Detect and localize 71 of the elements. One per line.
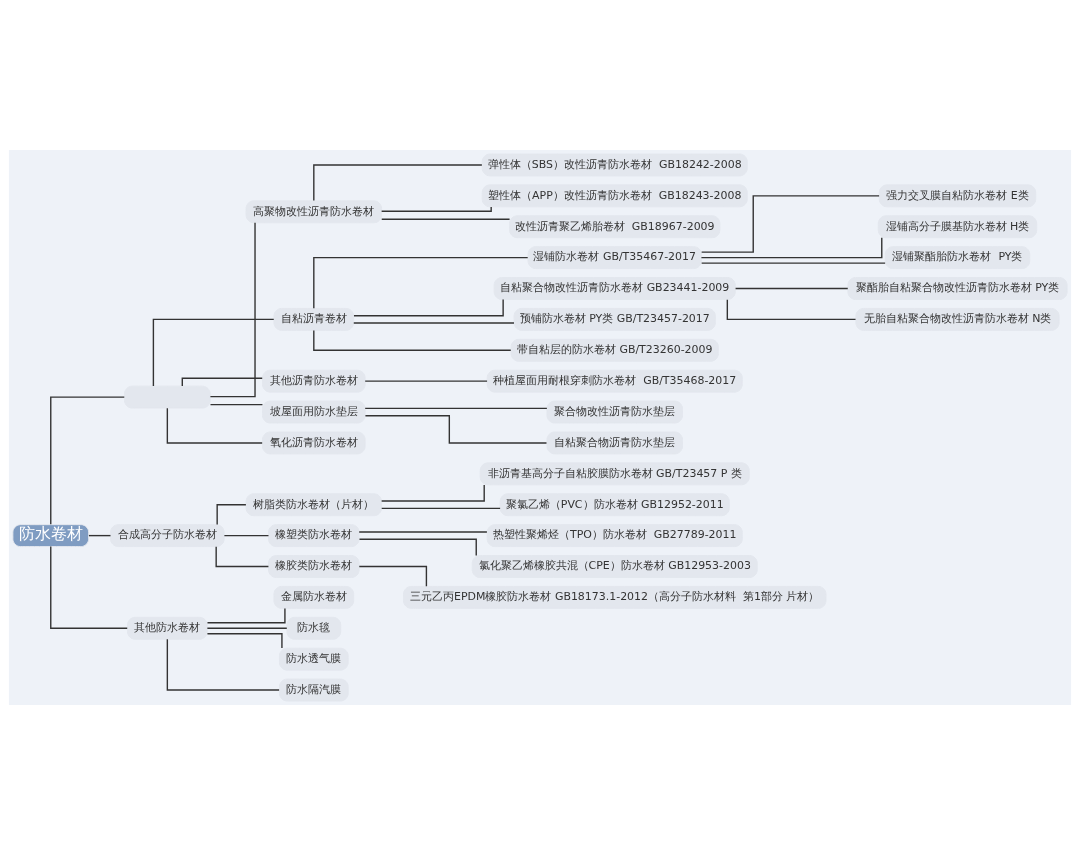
node-box: 合成高分子防水卷材 [110, 524, 225, 548]
node-box [124, 385, 211, 409]
connector [152, 318, 275, 387]
node-box: 防水隔汽膜 [278, 678, 349, 702]
connector [166, 407, 263, 444]
connector [734, 287, 849, 290]
connector [206, 627, 288, 629]
connector [50, 545, 128, 629]
connector [181, 377, 263, 387]
node-box: 橡胶类防水卷材 [268, 555, 360, 578]
connector [700, 237, 883, 259]
node-box: 湿铺聚酯胎防水卷材 PY类 [884, 246, 1031, 270]
connector [364, 380, 488, 382]
connector [381, 218, 511, 220]
node-box: 氧化沥青防水卷材 [262, 431, 366, 455]
node-box: 坡屋面用防水垫层 [262, 400, 366, 424]
connector [206, 633, 283, 649]
connector [209, 403, 264, 406]
connector [313, 329, 512, 351]
node-box: 自粘聚合物沥青防水垫层 [546, 431, 683, 455]
connector [166, 638, 280, 691]
node-box: 强力交叉膜自粘防水卷材 E类 [878, 184, 1037, 208]
node-box: 自粘聚合物改性沥青防水卷材 GB23441-2009 [493, 277, 736, 300]
node-box: 改性沥青聚乙烯胎卷材 GB18967-2009 [509, 215, 721, 239]
node-box: 橡塑类防水卷材 [268, 524, 360, 548]
connector [353, 298, 504, 317]
node-box: 聚酯胎自粘聚合物改性沥青防水卷材 PY类 [847, 277, 1068, 300]
connector [364, 407, 548, 410]
node-box: 带自粘层的防水卷材 GB/T23260-2009 [510, 338, 719, 362]
connector [50, 396, 125, 525]
connector [88, 534, 112, 537]
node-box: 三元乙丙EPDM橡胶防水卷材 GB18173.1-2012（高分子防水材料 第1部分 片材） [403, 585, 827, 609]
node-box: 弹性体（SBS）改性沥青防水卷材 GB18242-2008 [481, 153, 748, 177]
node-box: 湿铺高分子膜基防水卷材 H类 [877, 215, 1038, 239]
connector [380, 206, 492, 212]
connector [223, 534, 270, 537]
node-box: 树脂类防水卷材（片材） [245, 493, 383, 517]
node-box: 聚合物改性沥青防水垫层 [546, 400, 683, 424]
node-box: 种植屋面用耐根穿刺防水卷材 GB/T35468-2017 [486, 369, 743, 393]
node-box: 预铺防水卷材 PY类 GB/T23457-2017 [513, 307, 716, 331]
node-box: 聚氯乙烯（PVC）防水卷材 GB12952-2011 [499, 493, 730, 517]
connector [380, 484, 485, 502]
connector [206, 607, 286, 624]
connector [358, 538, 477, 557]
node-box: 高聚物改性沥青防水卷材 [245, 200, 383, 224]
connector [364, 415, 548, 444]
connector [313, 164, 483, 202]
connector [700, 195, 880, 253]
node-box: 防水卷材 [12, 524, 90, 548]
node-box: 塑性体（APP）改性沥青防水卷材 GB18243-2008 [481, 184, 748, 208]
connector [358, 531, 488, 533]
node-box: 其他防水卷材 [127, 616, 208, 640]
connector [381, 507, 501, 510]
node-box: 自粘沥青卷材 [273, 307, 355, 331]
connector [700, 262, 886, 264]
connector [209, 222, 256, 398]
node-box: 其他沥青防水卷材 [262, 369, 366, 393]
node-box: 防水透气膜 [278, 647, 349, 671]
connector [358, 565, 428, 587]
node-box: 热塑性聚烯烃（TPO）防水卷材 GB27789-2011 [486, 524, 743, 548]
connector [726, 298, 857, 321]
node-box: 无胎自粘聚合物改性沥青防水卷材 N类 [855, 307, 1060, 331]
node-box: 氯化聚乙烯橡胶共混（CPE）防水卷材 GB12953-2003 [471, 555, 758, 578]
connector [353, 322, 515, 324]
connector [215, 546, 270, 568]
connector [216, 504, 247, 526]
node-box: 金属防水卷材 [273, 585, 355, 609]
node-box: 非沥青基高分子自粘胶膜防水卷材 GB/T23457 P 类 [479, 462, 750, 486]
node-box: 湿铺防水卷材 GB/T35467-2017 [527, 246, 702, 270]
connector [313, 256, 529, 310]
node-box: 防水毯 [286, 616, 342, 640]
